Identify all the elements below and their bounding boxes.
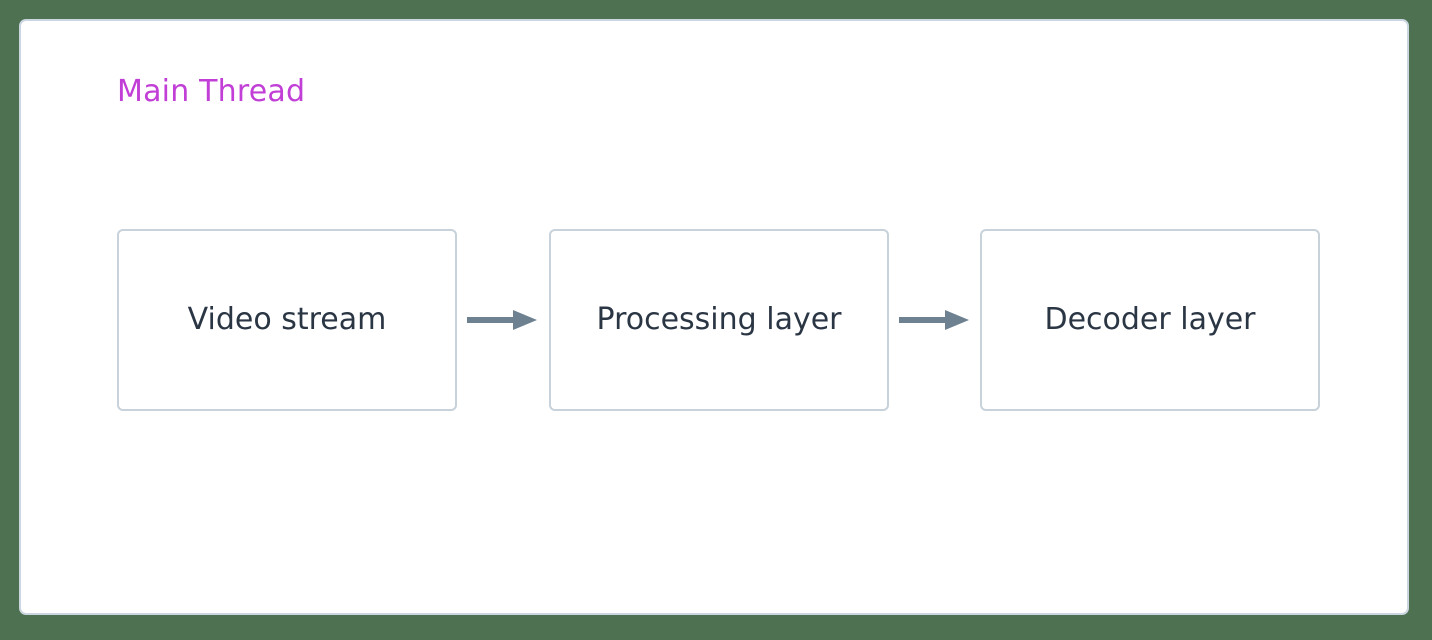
- node-decoder-layer-label: Decoder layer: [1044, 302, 1256, 337]
- arrow-right-icon-edge-1: [465, 302, 539, 338]
- flow-row: Video stream Processing layer Decoder la…: [21, 21, 1407, 613]
- node-decoder-layer[interactable]: Decoder layer: [980, 229, 1320, 411]
- arrow-right-icon-edge-2: [897, 302, 971, 338]
- group-title-main-thread: Main Thread: [117, 74, 306, 109]
- node-processing-layer-label: Processing layer: [596, 302, 842, 337]
- node-video-stream[interactable]: Video stream: [117, 229, 457, 411]
- node-processing-layer[interactable]: Processing layer: [549, 229, 889, 411]
- node-video-stream-label: Video stream: [187, 302, 387, 337]
- diagram-canvas: Main Thread Video stream Processing laye…: [19, 19, 1409, 615]
